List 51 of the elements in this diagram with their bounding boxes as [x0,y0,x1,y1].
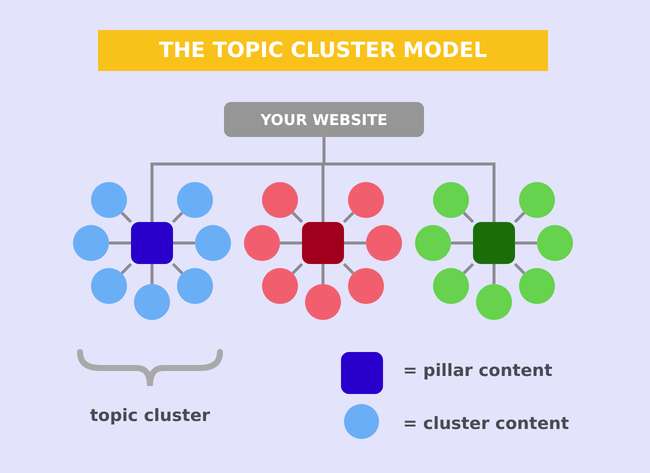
cluster-content-circle [415,225,451,261]
connector-line [292,212,304,224]
connector-line [515,242,537,244]
cluster-content-circle [519,268,555,304]
connector-line [462,262,474,274]
title-banner: THE TOPIC CLUSTER MODEL [98,30,548,71]
cluster-content-circle [262,268,298,304]
connector-line [120,262,132,274]
cluster-content-circle [476,284,512,320]
cluster-content-circle [91,182,127,218]
pillar-content-square [131,222,173,264]
cluster-content-circle [244,225,280,261]
cluster-content-circle [73,225,109,261]
cluster-content-circle [519,182,555,218]
connector-line [344,242,366,244]
cluster-content-circle [305,284,341,320]
connector-line [514,212,526,224]
connector-line [172,262,184,274]
pillar-content-square [473,222,515,264]
cluster-content-circle [195,225,231,261]
pillar-content-square [302,222,344,264]
connector-line [280,242,302,244]
cluster-content-circle [366,225,402,261]
connector-line [109,242,131,244]
legend-label: = pillar content [403,361,552,381]
cluster-content-circle [433,182,469,218]
connector-line [292,262,304,274]
connector-line [342,212,354,224]
connector-line [172,212,184,224]
cluster-content-circle [134,284,170,320]
cluster-content-circle [177,268,213,304]
connector-line [150,264,154,284]
cluster-content-circle [433,268,469,304]
connector-line [120,212,132,224]
cluster-content-circle [537,225,573,261]
legend-label: = cluster content [403,414,569,434]
connector-line [514,262,526,274]
connector-line [342,262,354,274]
connector-line [462,212,474,224]
connector-line [322,264,324,284]
cluster-content-circle [348,268,384,304]
connector-line [451,242,473,244]
website-box: YOUR WEBSITE [224,102,424,137]
connector-line [492,264,496,284]
cluster-content-circle [262,182,298,218]
cluster-content-circle [348,182,384,218]
connector-line [322,137,496,222]
cluster-content-circle [91,268,127,304]
connector-line [173,242,195,244]
cluster-content-circle [177,182,213,218]
brace-label: topic cluster [89,406,211,426]
